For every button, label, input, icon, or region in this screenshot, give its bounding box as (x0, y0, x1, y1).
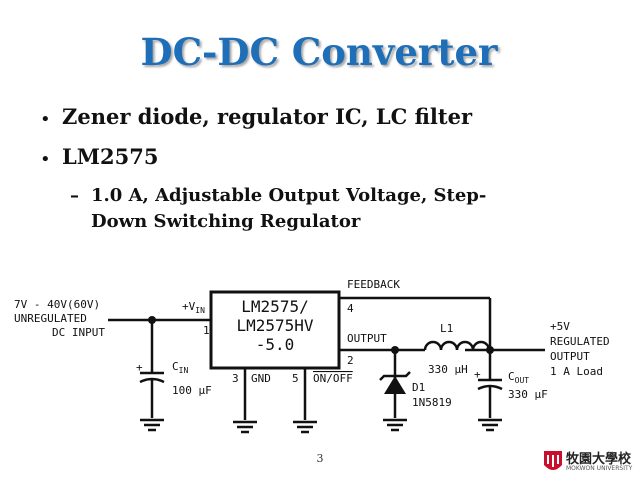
ic-line1: LM2575/ (241, 297, 308, 316)
bullet-2: LM2575 (62, 144, 159, 169)
university-name-english: MOKWON UNIVERSITY (566, 465, 633, 472)
cin-label: CIN (172, 360, 188, 375)
output-line2-label: REGULATED (550, 335, 610, 348)
ic-line3: -5.0 (256, 335, 295, 354)
circuit-wires (108, 290, 545, 420)
gnd-label: GND (251, 372, 271, 385)
output-label: OUTPUT (347, 332, 387, 345)
bullet-dot: • (40, 109, 51, 130)
input-line2-label: UNREGULATED (14, 312, 87, 325)
l1-label: L1 (440, 322, 453, 335)
circuit-diagram: 7V - 40V(60V) UNREGULATED DC INPUT +VIN … (14, 278, 610, 434)
page-number: 3 (316, 452, 324, 465)
sub-bullet-line2: Down Switching Regulator (91, 211, 361, 232)
bullet-1: Zener diode, regulator IC, LC filter (62, 104, 473, 129)
cin-value: 100 µF (172, 384, 212, 397)
cout-plus: + (474, 368, 481, 381)
pin3-label: 3 (232, 372, 239, 385)
university-logo-icon (544, 451, 562, 470)
ground-symbols (140, 418, 502, 434)
d1-label: D1 (412, 381, 425, 394)
ic-line2: LM2575HV (236, 316, 313, 335)
output-load-label: 1 A Load (550, 365, 603, 378)
pin1-label: 1 (203, 324, 210, 337)
diode-symbol (379, 371, 411, 394)
vin-label: +VIN (182, 300, 205, 315)
cout-value: 330 µF (508, 388, 548, 401)
cin-plus: + (136, 361, 143, 374)
pin4-label: 4 (347, 302, 354, 315)
cout-label: COUT (508, 370, 529, 385)
output-line3-label: OUTPUT (550, 350, 590, 363)
bullet-dot: • (40, 149, 51, 170)
junction-dots (148, 316, 494, 354)
slide-title: DC-DC Converter (140, 30, 498, 74)
input-line3-label: DC INPUT (52, 326, 105, 339)
output-voltage-label: +5V (550, 320, 570, 333)
input-voltage-label: 7V - 40V(60V) (14, 298, 100, 311)
sub-bullet-dash: – (70, 185, 79, 206)
pin5-label: 5 (292, 372, 299, 385)
university-name: 牧園大學校 (566, 452, 632, 467)
pin2-label: 2 (347, 354, 354, 367)
l1-value: 330 µH (428, 363, 468, 376)
sub-bullet-line1: 1.0 A, Adjustable Output Voltage, Step- (91, 185, 487, 206)
on-off-label: ON/OFF (313, 372, 353, 385)
feedback-label: FEEDBACK (347, 278, 400, 291)
d1-value: 1N5819 (412, 396, 452, 409)
